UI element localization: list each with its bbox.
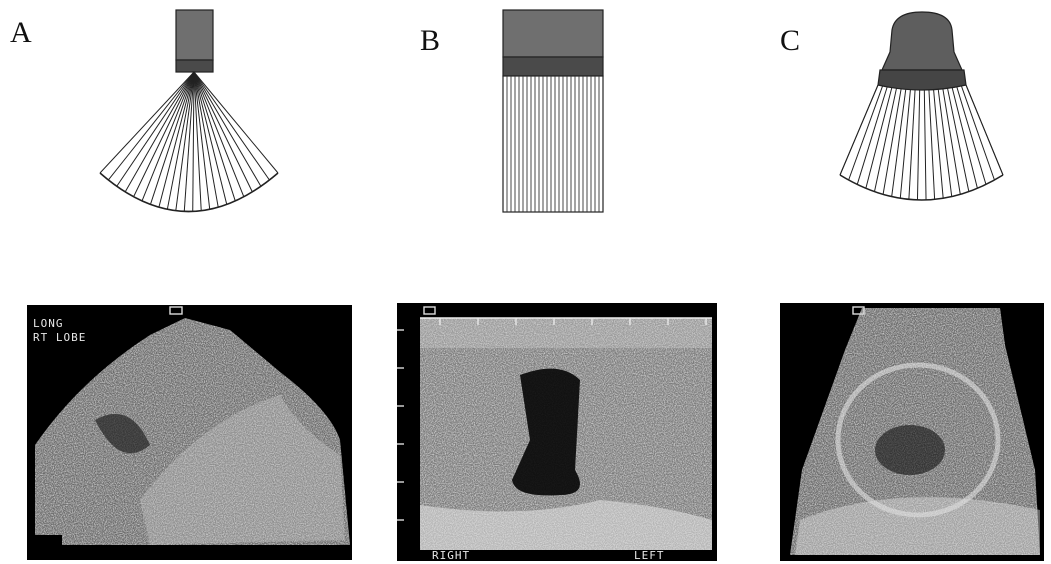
curved-beam-lines — [840, 85, 1003, 200]
linear-beam-field — [503, 76, 603, 212]
ultrasound-image-a: LONG RT LOBE — [27, 305, 352, 560]
linear-transducer-diagram — [503, 10, 603, 212]
ultrasound-image-b: RIGHT LEFT — [397, 303, 717, 562]
probe-band — [878, 70, 966, 90]
ultrasound-image-c — [780, 303, 1044, 561]
probe-body — [503, 10, 603, 57]
probe-band — [176, 60, 213, 72]
curved-arc — [840, 175, 1003, 200]
us-label-rt-lobe: RT LOBE — [33, 331, 86, 344]
sector-beam-lines — [100, 72, 278, 211]
sector-arc — [100, 173, 278, 212]
curved-transducer-diagram — [840, 12, 1003, 200]
probe-body — [882, 12, 962, 70]
us-label-long: LONG — [33, 317, 64, 330]
probe-band — [503, 57, 603, 76]
us-label-left: LEFT — [634, 549, 665, 562]
sector-transducer-diagram — [100, 10, 278, 212]
us-label-right: RIGHT — [432, 549, 470, 562]
probe-body — [176, 10, 213, 60]
